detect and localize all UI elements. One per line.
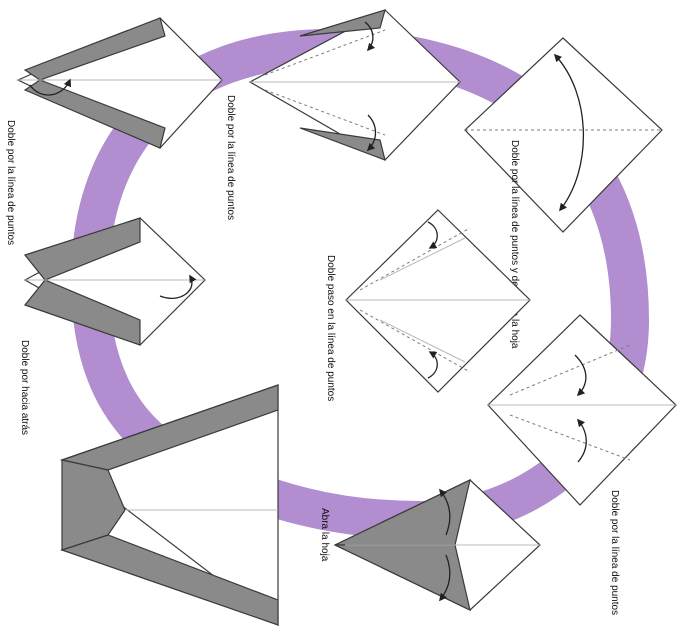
step6-caption: Doble por la línea de puntos <box>5 120 16 245</box>
step7-shape: Doble por hacia atrás <box>19 217 206 435</box>
step3-caption: Doble paso en la línea de puntos <box>325 255 336 401</box>
step6-shape: Doble por la línea de puntos <box>5 17 223 245</box>
step4-kite: Abra la hoja <box>319 478 541 612</box>
step7-caption: Doble por hacia atrás <box>19 340 30 435</box>
step1-square: Doble por la línea de puntos y desdoble … <box>464 37 663 349</box>
step4-caption: Abra la hoja <box>319 508 330 562</box>
step2-square: Doble por la línea de puntos <box>487 314 677 615</box>
final-shape <box>59 384 279 627</box>
step1-caption: Doble por la línea de puntos y desdoble … <box>509 140 520 349</box>
step5-caption: Doble por la línea de puntos <box>225 95 236 220</box>
step3-square: Doble paso en la línea de puntos <box>325 209 531 401</box>
step2-caption: Doble por la línea de puntos <box>609 490 620 615</box>
step5-square: Doble por la línea de puntos <box>225 9 461 220</box>
